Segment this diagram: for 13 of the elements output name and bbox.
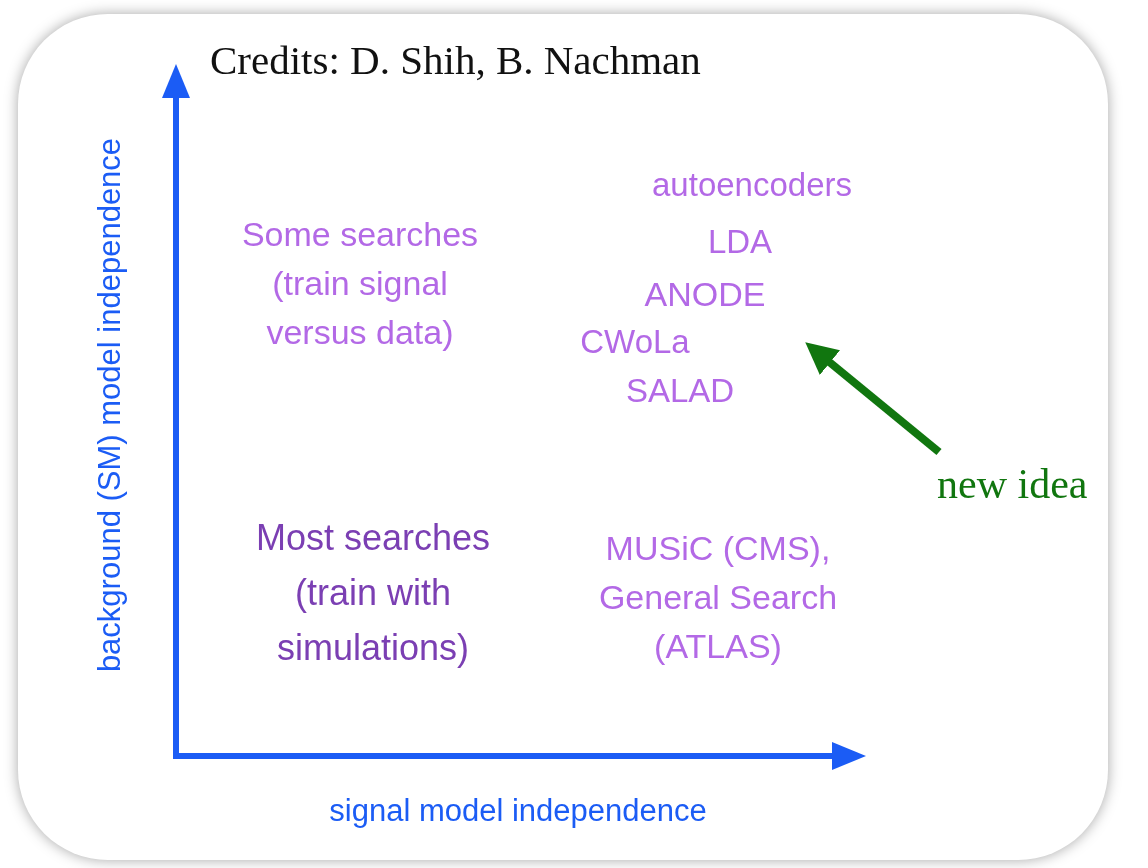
annotation-text: new idea <box>937 460 1088 508</box>
axis-label: background (SM) model independence <box>92 137 128 673</box>
quadrant-text: Some searches (train signal versus data) <box>240 214 480 353</box>
credits-text: Credits: D. Shih, B. Nachman <box>210 36 701 84</box>
quadrant-text: MUSiC (CMS), General Search (ATLAS) <box>597 528 839 667</box>
arrow <box>805 342 942 456</box>
quadrant-text: Most searches (train with simulations) <box>254 516 492 670</box>
method-name: LDA <box>707 223 773 261</box>
axis-label: signal model independence <box>329 793 707 829</box>
method-name: SALAD <box>625 372 735 410</box>
method-name: ANODE <box>644 275 766 314</box>
method-name: autoencoders <box>652 166 852 204</box>
method-name: CWoLa <box>580 323 690 361</box>
